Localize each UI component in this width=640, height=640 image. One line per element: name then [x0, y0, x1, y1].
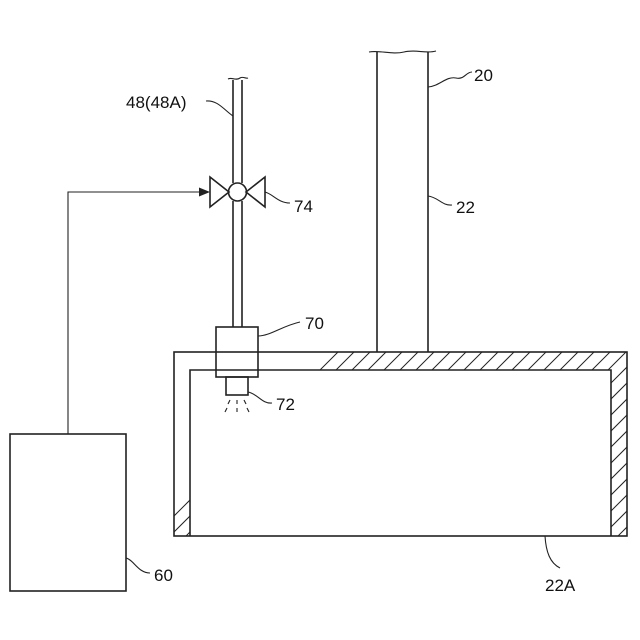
leader-72 [248, 392, 272, 403]
label-20: 20 [474, 66, 493, 85]
leader-22A [545, 536, 560, 568]
leader-lines [126, 72, 560, 573]
pipe-break-line [228, 77, 248, 79]
leader-48 [206, 101, 233, 116]
duct-break-line [369, 51, 436, 53]
leader-74 [265, 192, 290, 203]
label-72: 72 [276, 395, 295, 414]
leader-22 [428, 196, 452, 205]
reference-labels: 48(48A) 20 22 74 70 72 60 22A [126, 66, 576, 595]
nozzle-tip-72 [226, 377, 248, 395]
tank-22A [150, 340, 640, 540]
label-74: 74 [294, 197, 313, 216]
control-signal-line [68, 192, 202, 434]
label-70: 70 [305, 314, 324, 333]
valve-right-wing [246, 177, 265, 207]
spray-mist [225, 400, 249, 412]
tank-inner-wall [190, 370, 611, 536]
duct-22 [369, 51, 436, 352]
leader-60 [126, 558, 150, 573]
tank-outer-wall [174, 352, 627, 536]
label-60: 60 [154, 566, 173, 585]
leader-70 [258, 322, 300, 336]
hatch-line [630, 340, 640, 540]
valve-74 [210, 177, 265, 207]
controller-60 [10, 188, 210, 592]
controller-box [10, 434, 126, 591]
valve-left-wing [210, 177, 229, 207]
label-48: 48(48A) [126, 93, 186, 112]
signal-arrowhead [199, 188, 210, 197]
leader-20 [428, 72, 472, 87]
label-22: 22 [456, 198, 475, 217]
label-22A: 22A [545, 576, 576, 595]
valve-body [229, 183, 247, 201]
